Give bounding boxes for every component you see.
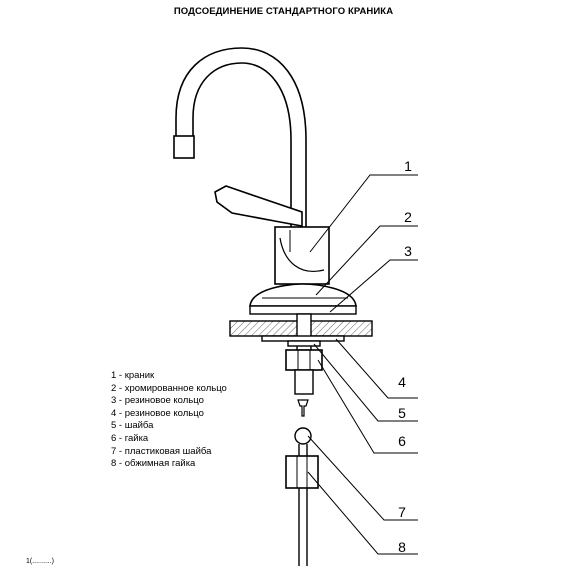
legend-item: 3 - резиновое кольцо <box>111 395 204 407</box>
parts-legend: 1 - краник 2 - хромированное кольцо 3 - … <box>111 370 227 471</box>
legend-item: 5 - шайба <box>111 420 154 432</box>
callout-1: 1 <box>404 158 412 174</box>
callout-8: 8 <box>398 539 406 555</box>
callout-4: 4 <box>398 374 406 390</box>
footer-note: 1(..........) <box>26 558 55 565</box>
faucet-body <box>274 226 330 285</box>
rubber-ring-top <box>249 305 357 315</box>
legend-item: 6 - гайка <box>111 432 149 444</box>
legend-item: 7 - пластиковая шайба <box>111 445 212 457</box>
compression-nut <box>285 455 319 489</box>
callout-5: 5 <box>398 405 406 421</box>
plastic-washer <box>294 427 312 445</box>
callout-7: 7 <box>398 504 406 520</box>
spout-inner <box>192 62 292 230</box>
lever-handle <box>214 185 303 227</box>
legend-item: 8 - обжимная гайка <box>111 458 196 470</box>
spout-tip <box>173 135 195 159</box>
legend-item: 1 - краник <box>111 370 155 381</box>
callout-2: 2 <box>404 209 412 225</box>
callout-6: 6 <box>398 433 406 449</box>
rubber-ring-bottom <box>261 335 345 342</box>
legend-item: 2 - хромированное кольцо <box>111 382 227 394</box>
plastic-insert <box>297 399 309 417</box>
chrome-ring <box>249 283 357 307</box>
nut <box>285 349 323 371</box>
spout-outer <box>175 47 307 230</box>
legend-item: 4 - резиновое кольцо <box>111 407 204 419</box>
leader-lines <box>307 174 418 555</box>
callout-3: 3 <box>404 243 412 259</box>
washer <box>287 340 321 347</box>
diagram-title: ПОДСОЕДИНЕНИЕ СТАНДАРТНОГО КРАНИКА <box>173 6 394 17</box>
